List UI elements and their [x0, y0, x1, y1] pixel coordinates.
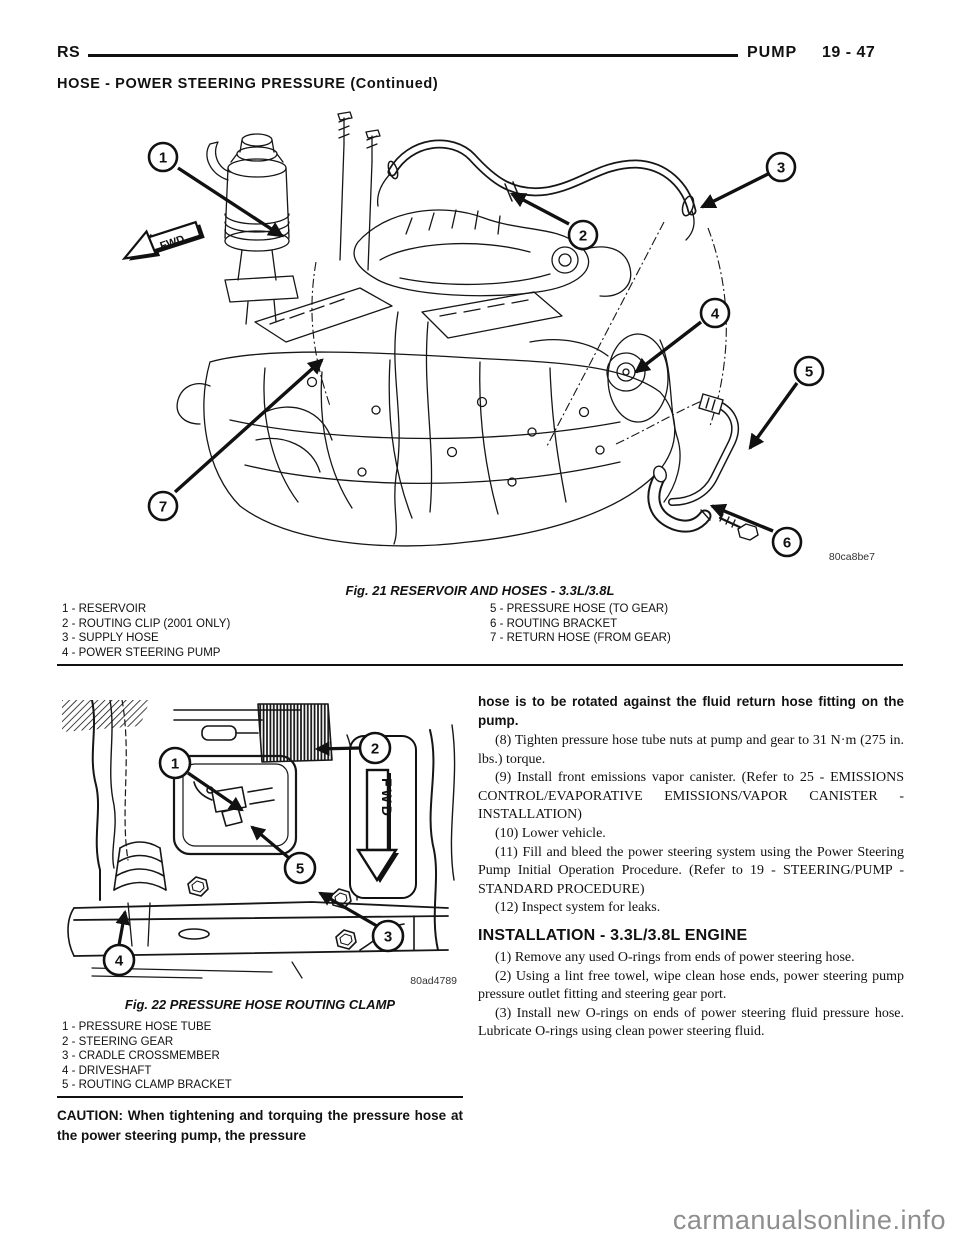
fig21-callout-arrows — [173, 166, 799, 533]
step-12: (12) Inspect system for leaks. — [495, 900, 661, 916]
figure22-caption: Fig. 22 PRESSURE HOSE ROUTING CLAMP — [124, 997, 396, 1012]
page-title: HOSE - POWER STEERING PRESSURE (Continue… — [57, 76, 439, 92]
header-section: PUMP — [747, 44, 798, 61]
fig22-callout-arrows — [115, 741, 378, 946]
figure21-diagram: FWD 1 2 3 4 5 6 7 80ca8be7 — [121, 111, 875, 563]
fig21-callout-4: 4 — [711, 306, 720, 323]
header-page-number: 19 - 47 — [822, 44, 876, 61]
fig21-fwd-arrow: FWD — [121, 220, 205, 261]
watermark: carmanualsonline.info — [672, 1205, 946, 1235]
fig21-leader-lines — [311, 221, 727, 449]
figure21-legend-left: 1 - RESERVOIR 2 - ROUTING CLIP (2001 ONL… — [62, 602, 230, 660]
caution-divider — [57, 1096, 463, 1098]
install-step-1: (1) Remove any used O-rings from ends of… — [495, 949, 855, 965]
legend-item: 5 - ROUTING CLAMP BRACKET — [62, 1079, 232, 1091]
fig22-callout-3: 3 — [384, 929, 392, 946]
fig22-callouts — [102, 731, 405, 977]
fig22-callout-4: 4 — [115, 953, 124, 970]
fig21-return-hose-bracket — [647, 465, 759, 541]
caution-continuation: hose is to be rotated against the fluid … — [478, 694, 904, 728]
fig21-supply-hose — [387, 139, 697, 241]
figure22-legend: 1 - PRESSURE HOSE TUBE 2 - STEERING GEAR… — [62, 1020, 232, 1093]
fig21-callout-5: 5 — [805, 364, 813, 381]
section-divider — [57, 664, 903, 666]
step-11: (11) Fill and bleed the power steering s… — [478, 844, 904, 897]
fig22-callout-5: 5 — [296, 861, 304, 878]
header-rule — [88, 54, 738, 57]
legend-item: 3 - SUPPLY HOSE — [62, 632, 159, 644]
figure21-legend-right: 5 - PRESSURE HOSE (TO GEAR) 6 - ROUTING … — [490, 602, 671, 646]
figure22-diagram: FWD 1 2 3 4 5 80ad4789 — [62, 700, 457, 987]
fig21-pressure-hose — [668, 393, 740, 506]
legend-item: 1 - RESERVOIR — [62, 603, 147, 615]
fig21-callouts — [147, 141, 825, 558]
step-8: (8) Tighten pressure hose tube nuts at p… — [478, 733, 904, 767]
fig22-fwd-label: FWD — [379, 778, 395, 819]
legend-item: 6 - ROUTING BRACKET — [490, 617, 618, 630]
fig21-image-code: 80ca8be7 — [829, 551, 875, 563]
legend-item: 1 - PRESSURE HOSE TUBE — [62, 1021, 212, 1033]
install-step-3: (3) Install new O-rings on ends of power… — [478, 1005, 904, 1040]
legend-item: 3 - CRADLE CROSSMEMBER — [62, 1050, 220, 1062]
fig22-callout-2: 2 — [371, 741, 379, 758]
step-9: (9) Install front emissions vapor canist… — [478, 770, 904, 823]
legend-item: 5 - PRESSURE HOSE (TO GEAR) — [490, 603, 669, 615]
legend-item: 4 - POWER STEERING PUMP — [62, 646, 221, 659]
fig22-callout-1: 1 — [171, 756, 179, 773]
figure21-caption: Fig. 21 RESERVOIR AND HOSES - 3.3L/3.8L — [345, 583, 615, 598]
legend-item: 2 - STEERING GEAR — [62, 1035, 174, 1048]
installation-heading: INSTALLATION - 3.3L/3.8L ENGINE — [478, 926, 748, 944]
fig21-callout-2: 2 — [579, 228, 587, 245]
fig21-callout-3: 3 — [777, 160, 785, 177]
fig21-callout-7: 7 — [159, 499, 167, 516]
fig22-fwd-arrow: FWD — [349, 735, 417, 899]
legend-item: 7 - RETURN HOSE (FROM GEAR) — [490, 632, 671, 644]
install-step-2: (2) Using a lint free towel, wipe clean … — [478, 968, 904, 1003]
fig21-callout-1: 1 — [159, 150, 167, 167]
header-model-code: RS — [57, 44, 81, 61]
legend-item: 4 - DRIVESHAFT — [62, 1064, 152, 1077]
caution-text: CAUTION: When tightening and torquing th… — [57, 1108, 463, 1143]
fig21-callout-6: 6 — [783, 535, 791, 552]
fig22-image-code: 80ad4789 — [410, 975, 457, 987]
right-text-column: hose is to be rotated against the fluid … — [478, 692, 904, 1042]
fig21-engine-line-art — [176, 111, 681, 547]
step-10: (10) Lower vehicle. — [495, 825, 606, 841]
legend-item: 2 - ROUTING CLIP (2001 ONLY) — [62, 617, 231, 630]
